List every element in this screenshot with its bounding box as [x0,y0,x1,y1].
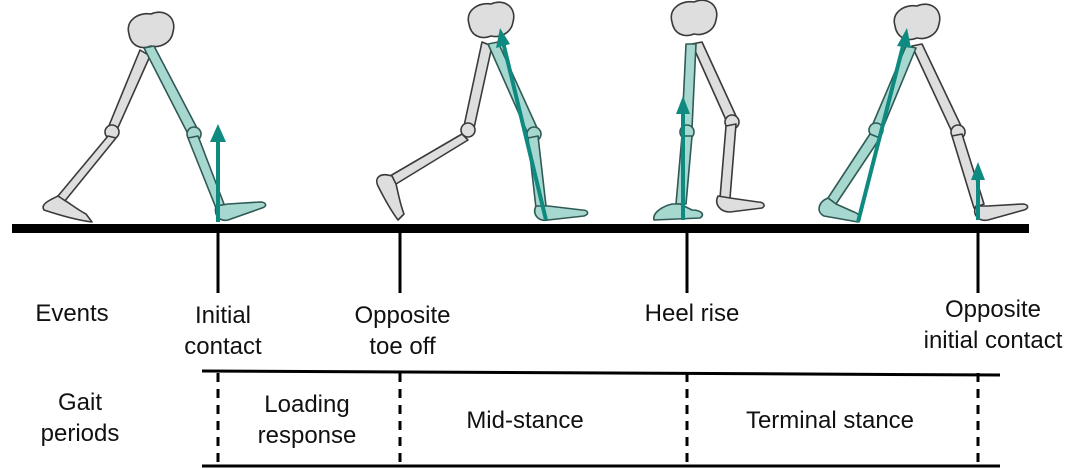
ground-line [12,224,1029,233]
skeleton-opposite-initial-contact [819,4,1028,222]
period-top-line [202,371,1000,375]
skeleton-initial-contact [43,12,266,222]
event-label-opposite-initial-contact: Opposite initial contact [912,294,1074,356]
event-label-initial-contact: Initial contact [168,300,278,362]
period-label-loading-response: Loading response [232,389,382,451]
event-label-heel-rise: Heel rise [622,298,762,329]
gait-periods-row-label: Gait periods [30,387,130,449]
period-label-mid-stance: Mid-stance [430,405,620,436]
skeleton-heel-rise [654,0,764,220]
event-label-opposite-toe-off: Opposite toe off [335,300,470,362]
skeleton-opposite-toe-off [377,2,588,220]
period-label-terminal-stance: Terminal stance [710,405,950,436]
events-row-label: Events [22,298,122,329]
